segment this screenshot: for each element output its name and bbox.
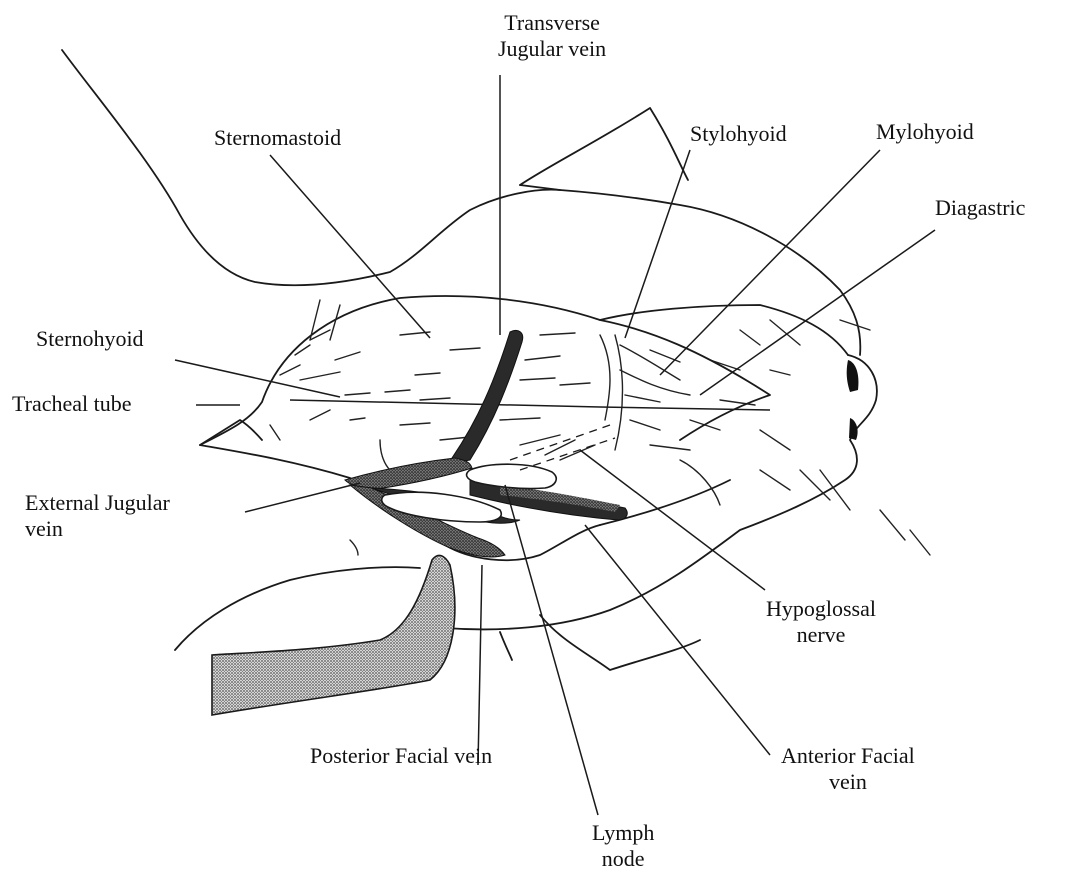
label-external-jugular-vein: External Jugular vein <box>25 490 170 542</box>
label-transverse-jugular-vein: Transverse Jugular vein <box>498 10 606 62</box>
label-anterior-facial-vein: Anterior Facial vein <box>781 743 915 795</box>
veins <box>345 330 627 557</box>
label-sternohyoid: Sternohyoid <box>36 326 144 352</box>
label-hypoglossal-line2: nerve <box>766 622 876 648</box>
label-external-jugular-line2: vein <box>25 516 170 542</box>
head-outline <box>62 50 860 355</box>
label-posterior-facial-vein: Posterior Facial vein <box>310 743 492 769</box>
hypoglossal-nerve-dashes <box>510 425 615 470</box>
label-tracheal-tube: Tracheal tube <box>12 391 132 417</box>
label-stylohyoid: Stylohyoid <box>690 121 787 147</box>
label-lymph-node: Lymph node <box>592 820 654 872</box>
label-hypoglossal-line1: Hypoglossal <box>766 596 876 622</box>
label-mylohyoid: Mylohyoid <box>876 119 974 145</box>
tracheal-tube <box>212 555 455 715</box>
label-lymph-line1: Lymph <box>592 820 654 846</box>
chin-details <box>847 360 859 440</box>
label-transverse-line2: Jugular vein <box>498 36 606 62</box>
label-external-jugular-line1: External Jugular <box>25 490 170 516</box>
label-transverse-line1: Transverse <box>498 10 606 36</box>
leader-lines <box>175 75 935 815</box>
label-diagastric: Diagastric <box>935 195 1025 221</box>
label-lymph-line2: node <box>592 846 654 872</box>
label-hypoglossal-nerve: Hypoglossal nerve <box>766 596 876 648</box>
label-sternomastoid: Sternomastoid <box>214 125 341 151</box>
label-anterior-facial-line2: vein <box>781 769 915 795</box>
skin-flap <box>520 108 688 190</box>
label-anterior-facial-line1: Anterior Facial <box>781 743 915 769</box>
